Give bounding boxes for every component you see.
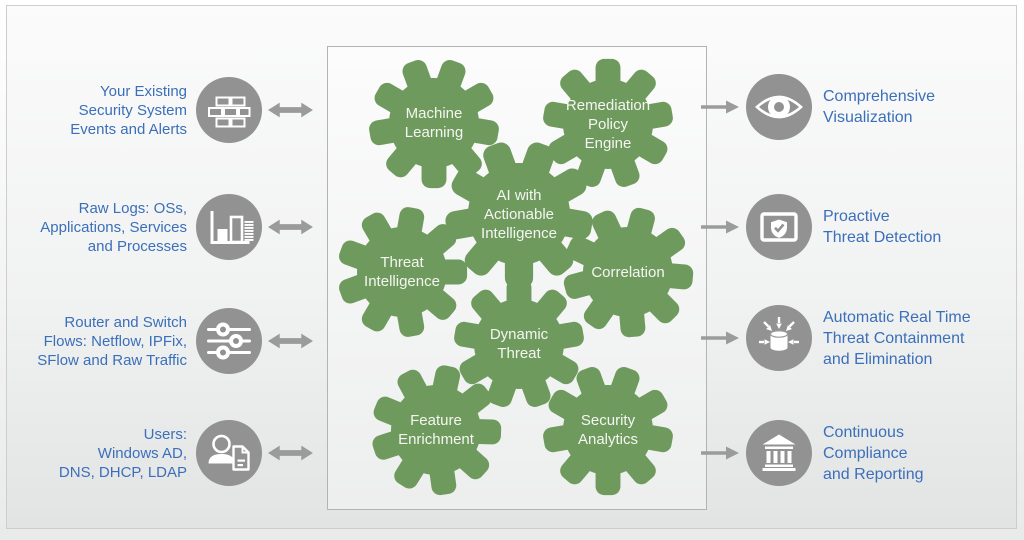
gear-remediation-policy-engine: Remediation Policy Engine [541,57,675,191]
gear-machine-learning: Machine Learning [367,56,501,190]
input-label: Router and Switch Flows: Netflow, IPFix,… [37,313,187,369]
input-label: Users: Windows AD, DNS, DHCP, LDAP [58,425,187,481]
gear-label: Dynamic Threat [489,326,549,362]
output-label: Continuous Compliance and Reporting [823,423,924,483]
output-label: Automatic Real Time Threat Containment a… [823,308,971,368]
gear-icon [339,207,468,337]
sliders-flows-icon [196,308,262,374]
bank-icon [746,420,812,486]
diagram-panel: Machine Learning Remediation Policy Engi… [6,5,1017,529]
gear-correlation: Correlation [561,205,695,339]
gear-feature-enrichment: Feature Enrichment [369,363,503,497]
gear-label: Correlation [591,263,665,281]
gear-security-analytics: Security Analytics [541,363,675,497]
gear-label: Feature Enrichment [398,412,474,448]
bar-chart-logs-icon [196,194,262,260]
bidirectional-arrow-icon [268,102,313,118]
containment-cylinder-icon [746,305,812,371]
output-item-threat-detection: Proactive Threat Detection [701,187,1023,267]
gear-label: Machine Learning [404,105,464,141]
output-label: Proactive Threat Detection [823,208,942,246]
eye-icon [746,74,812,140]
input-label: Raw Logs: OSs, Applications, Services an… [40,199,187,255]
output-item-compliance: Continuous Compliance and Reporting [701,413,1023,493]
bidirectional-arrow-icon [268,219,313,235]
input-item-users: Users: Windows AD, DNS, DHCP, LDAP [9,417,319,489]
gear-label: Remediation Policy Engine [565,96,651,152]
input-item-flows: Router and Switch Flows: Netflow, IPFix,… [9,305,319,377]
gear-icon [543,58,673,187]
bidirectional-arrow-icon [268,445,313,461]
user-document-icon [196,420,262,486]
gear-icon [369,60,499,189]
gear-label: AI with Actionable Intelligence [481,186,557,242]
gear-label: Threat Intelligence [364,254,440,290]
gear-icon [445,142,593,288]
gear-icon [372,365,502,496]
gear-icon [563,207,694,338]
gear-label: Security Analytics [577,412,639,448]
output-item-threat-containment: Automatic Real Time Threat Containment a… [701,298,1023,378]
input-item-raw-logs: Raw Logs: OSs, Applications, Services an… [9,191,319,263]
bidirectional-arrow-icon [268,333,313,349]
firewall-bricks-icon [196,77,262,143]
gear-icon [543,367,673,496]
gear-threat-intelligence: Threat Intelligence [335,205,469,339]
shield-check-monitor-icon [746,194,812,260]
right-arrow-icon [701,220,739,234]
output-label: Comprehensive Visualization [823,88,936,126]
gear-ai-actionable-intelligence: AI with Actionable Intelligence [443,138,595,290]
input-label: Your Existing Security System Events and… [70,82,187,138]
right-arrow-icon [701,331,739,345]
output-item-visualization: Comprehensive Visualization [701,67,1023,147]
right-arrow-icon [701,100,739,114]
input-item-security-events: Your Existing Security System Events and… [9,74,319,146]
right-arrow-icon [701,446,739,460]
